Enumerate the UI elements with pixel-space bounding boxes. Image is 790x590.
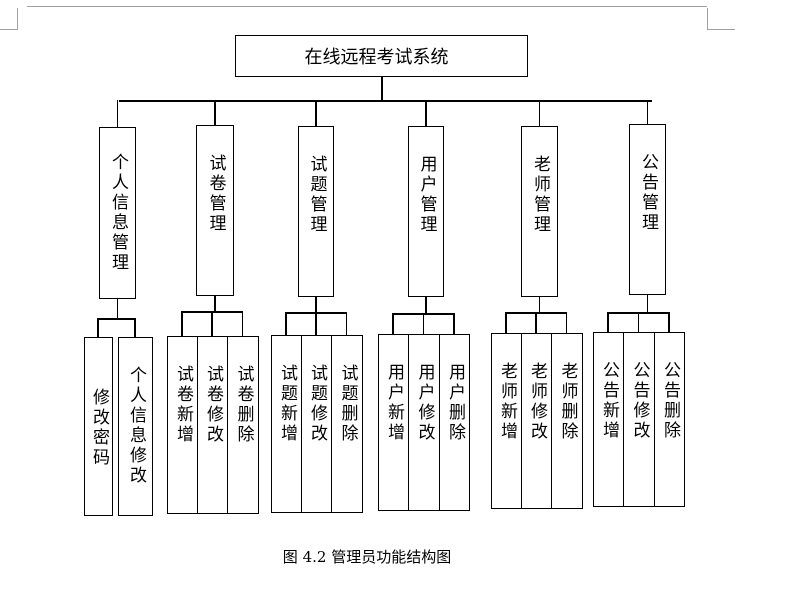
module-node: 个人信息管理 bbox=[99, 127, 136, 299]
connector bbox=[116, 100, 119, 127]
connector bbox=[315, 312, 317, 335]
page-header-rule bbox=[27, 6, 707, 7]
connector bbox=[214, 100, 216, 125]
function-label: 用户删除 bbox=[445, 363, 465, 443]
function-node: 公告修改 bbox=[623, 332, 655, 507]
root-label: 在线远程考试系统 bbox=[304, 47, 449, 68]
function-node: 试题删除 bbox=[331, 335, 363, 513]
function-node: 用户修改 bbox=[408, 334, 440, 511]
connector bbox=[668, 312, 670, 332]
function-label: 老师新增 bbox=[497, 362, 517, 442]
connector bbox=[116, 299, 119, 318]
module-label: 试卷管理 bbox=[205, 154, 226, 234]
connector bbox=[565, 312, 568, 333]
connector bbox=[181, 311, 183, 336]
function-label: 修改密码 bbox=[89, 388, 109, 468]
connector bbox=[211, 311, 213, 336]
connector bbox=[505, 312, 507, 333]
connector bbox=[637, 312, 640, 332]
connector bbox=[646, 295, 649, 312]
margin-mark-left-h bbox=[0, 29, 18, 30]
margin-mark-left bbox=[17, 8, 18, 29]
connector bbox=[214, 296, 216, 311]
connector bbox=[422, 313, 425, 334]
function-label: 用户修改 bbox=[414, 363, 435, 443]
connector bbox=[453, 313, 455, 334]
function-node: 修改密码 bbox=[84, 337, 113, 516]
function-node: 试卷删除 bbox=[227, 336, 259, 514]
connector bbox=[646, 100, 649, 124]
function-label: 试卷删除 bbox=[233, 365, 254, 445]
function-label: 公告修改 bbox=[629, 361, 650, 441]
function-node: 公告删除 bbox=[654, 332, 685, 507]
connector bbox=[315, 100, 317, 126]
module-node: 试题管理 bbox=[298, 126, 334, 297]
root-node: 在线远程考试系统 bbox=[235, 35, 528, 77]
connector bbox=[535, 312, 537, 333]
function-node: 试题新增 bbox=[271, 335, 302, 513]
connector bbox=[381, 77, 383, 101]
module-node: 公告管理 bbox=[629, 124, 666, 295]
function-label: 试题删除 bbox=[337, 364, 358, 444]
module-node: 老师管理 bbox=[521, 126, 558, 297]
connector bbox=[119, 100, 652, 102]
function-label: 试题新增 bbox=[277, 364, 297, 444]
connector bbox=[97, 318, 99, 337]
function-label: 试题修改 bbox=[307, 364, 327, 444]
figure-caption: 图 4.2 管理员功能结构图 bbox=[282, 548, 452, 566]
connector bbox=[98, 318, 135, 320]
function-node: 老师修改 bbox=[521, 333, 552, 509]
connector bbox=[425, 100, 427, 126]
connector bbox=[607, 312, 609, 332]
function-label: 老师删除 bbox=[557, 362, 578, 442]
function-node: 用户新增 bbox=[378, 334, 409, 511]
connector bbox=[315, 297, 317, 312]
connector bbox=[285, 312, 287, 335]
connector bbox=[392, 313, 394, 334]
function-node: 用户删除 bbox=[439, 334, 470, 511]
connector bbox=[425, 297, 427, 313]
function-node: 老师新增 bbox=[491, 333, 522, 509]
margin-mark-right-h bbox=[707, 29, 735, 30]
connector bbox=[241, 311, 244, 336]
connector bbox=[134, 318, 136, 337]
function-node: 老师删除 bbox=[551, 333, 583, 509]
function-label: 试卷修改 bbox=[203, 365, 223, 445]
connector bbox=[538, 297, 541, 312]
connector bbox=[538, 100, 541, 126]
module-label: 个人信息管理 bbox=[108, 153, 128, 273]
function-node: 公告新增 bbox=[593, 332, 624, 507]
function-node: 试卷修改 bbox=[197, 336, 228, 514]
function-label: 公告删除 bbox=[660, 361, 680, 441]
margin-mark-right bbox=[707, 8, 708, 29]
function-node: 试卷新增 bbox=[167, 336, 198, 514]
function-label: 公告新增 bbox=[599, 361, 619, 441]
module-label: 试题管理 bbox=[306, 155, 327, 235]
function-node: 试题修改 bbox=[301, 335, 332, 513]
module-node: 用户管理 bbox=[408, 126, 444, 297]
connector bbox=[345, 312, 348, 335]
function-label: 用户新增 bbox=[384, 363, 404, 443]
module-label: 用户管理 bbox=[416, 155, 437, 235]
function-label: 老师修改 bbox=[527, 362, 547, 442]
module-node: 试卷管理 bbox=[196, 125, 234, 296]
module-label: 公告管理 bbox=[638, 153, 658, 233]
module-label: 老师管理 bbox=[530, 155, 550, 235]
function-label: 试卷新增 bbox=[173, 365, 193, 445]
function-node: 个人信息修改 bbox=[118, 337, 153, 516]
function-label: 个人信息修改 bbox=[126, 366, 146, 486]
